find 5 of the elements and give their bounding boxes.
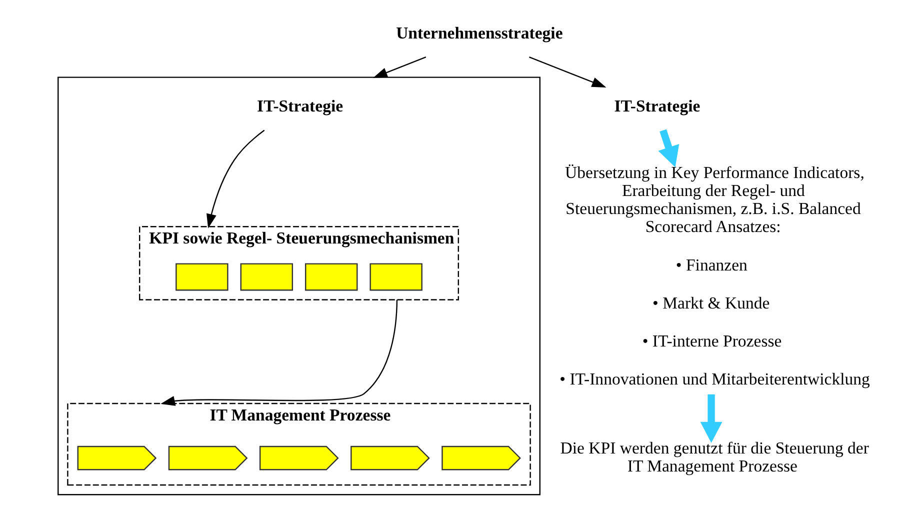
node-text: Übersetzung in Key Performance Indicators, Erarbeitung der Regel- und Steuerungsmechanismen, z.B. i.S. Balanced Scorecard Ansatzes: • Finanzen • Markt & Kunde • IT-interne Prozesse • IT-Innovationen und Mitarbeiterentwicklung xyxy=(559,162,870,388)
node-text: Unternehmensstrategie xyxy=(396,23,562,42)
node-text: IT-Strategie xyxy=(614,96,700,116)
node-text: Die KPI werden genutzt für die Steuerung der IT Management Prozesse xyxy=(560,438,868,475)
node-text: IT-Strategie xyxy=(256,96,343,116)
